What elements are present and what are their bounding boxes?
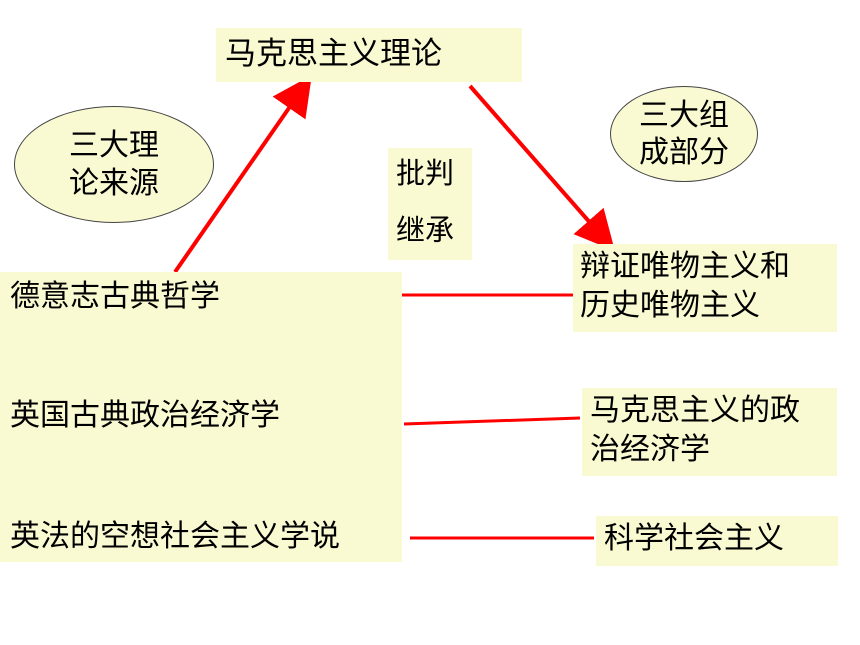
- component-materialism-line-1: 辩证唯物主义和: [580, 249, 790, 284]
- diagram-title: 马克思主义理论: [225, 36, 442, 72]
- component-political-economy-line-2: 治经济学: [590, 432, 710, 467]
- sources-oval-line-1: 三大理: [69, 128, 159, 163]
- title-box: [216, 28, 522, 82]
- component-materialism-line-2: 历史唯物主义: [580, 288, 760, 323]
- sources-box: [0, 272, 402, 562]
- relation-inherit: 继承: [396, 213, 455, 247]
- component-box-political-economy: [582, 388, 837, 476]
- sources-oval: 三大理 论来源: [14, 106, 214, 223]
- components-oval-line-1: 三大组: [639, 97, 729, 133]
- arrow-sources-to-theory: [173, 75, 312, 274]
- component-scientific-socialism: 科学社会主义: [604, 521, 784, 556]
- source-utopian-socialism: 英法的空想社会主义学说: [10, 519, 340, 554]
- relation-box: [388, 148, 472, 260]
- components-oval-line-2: 成部分: [639, 135, 729, 170]
- line-political-economy: [403, 416, 581, 426]
- arrow-theory-to-components: [468, 84, 615, 252]
- source-german-philosophy: 德意志古典哲学: [10, 279, 220, 314]
- component-box-socialism: [596, 516, 838, 566]
- component-box-materialism: [573, 244, 837, 332]
- relation-criticize: 批判: [396, 156, 455, 190]
- source-british-political-economy: 英国古典政治经济学: [10, 398, 280, 433]
- components-oval: 三大组 成部分: [610, 86, 758, 182]
- sources-oval-line-2: 论来源: [69, 165, 159, 201]
- component-political-economy-line-1: 马克思主义的政: [590, 393, 800, 428]
